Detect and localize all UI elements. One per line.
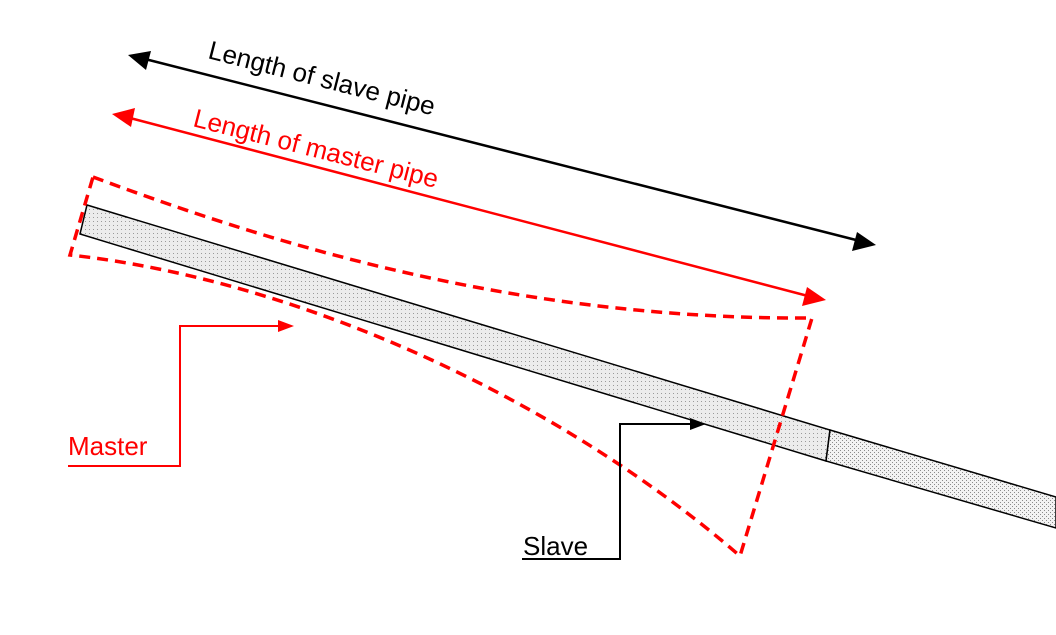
master-callout-leader — [68, 320, 294, 467]
slave-length-label: Length of slave pipe — [206, 35, 439, 122]
master-length-arrow — [112, 108, 826, 306]
slave-label: Slave — [523, 531, 588, 561]
slave-callout-leader — [522, 418, 706, 560]
master-label: Master — [68, 431, 148, 461]
master-pipe-segment — [79, 204, 831, 462]
master-length-label: Length of master pipe — [191, 103, 442, 194]
master-zone-outline — [67, 174, 815, 560]
slave-length-arrow — [128, 51, 876, 251]
slave-pipe-segment — [825, 429, 1056, 529]
